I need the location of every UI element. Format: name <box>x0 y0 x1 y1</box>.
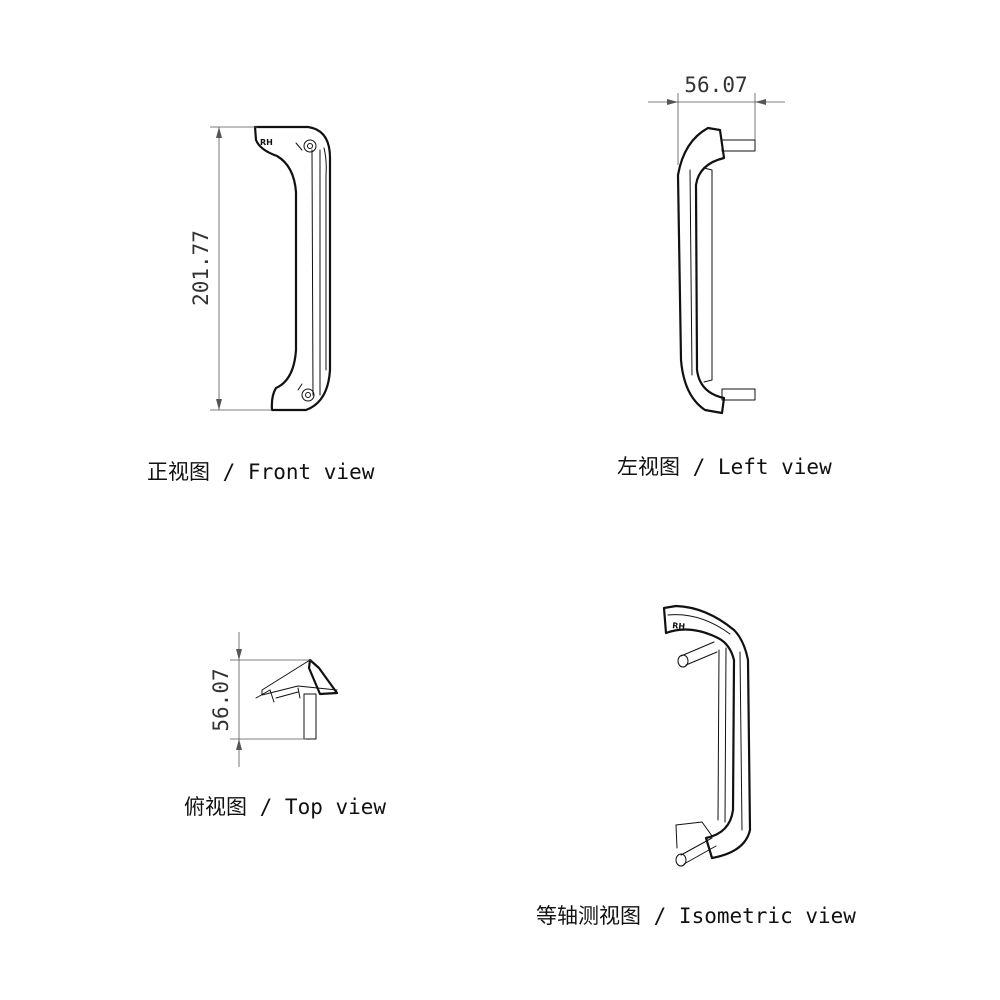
top-view: 56.07 <box>209 632 339 767</box>
front-view: RH 201.77 <box>189 125 332 412</box>
top-view-caption: 俯视图 / Top view <box>184 795 387 819</box>
isometric-rh-mark: RH <box>672 621 686 631</box>
top-dimension-label: 56.07 <box>209 668 233 731</box>
front-view-caption: 正视图 / Front view <box>147 460 375 484</box>
front-dimension-label: 201.77 <box>189 230 213 306</box>
left-view-caption: 左视图 / Left view <box>617 455 832 479</box>
left-dimension-width: 56.07 <box>648 73 785 165</box>
front-view-handle <box>253 125 332 412</box>
left-dimension-label: 56.07 <box>684 73 747 97</box>
isometric-view-caption: 等轴测视图 / Isometric view <box>536 904 856 928</box>
isometric-view: RH <box>662 604 752 867</box>
isometric-view-handle <box>662 604 752 867</box>
left-view-handle <box>676 126 756 415</box>
left-view: 56.07 <box>648 73 785 415</box>
top-view-handle <box>255 658 339 740</box>
front-rh-mark: RH <box>260 138 273 147</box>
front-dimension-height: 201.77 <box>189 126 272 411</box>
top-dimension-depth: 56.07 <box>209 632 312 767</box>
